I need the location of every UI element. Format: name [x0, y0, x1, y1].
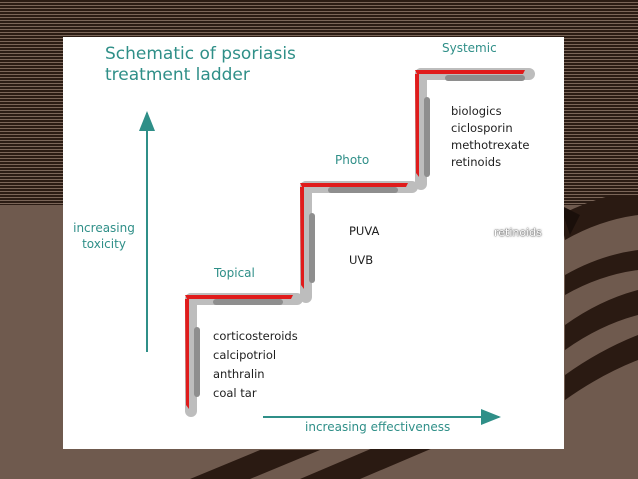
list-item: ciclosporin [451, 121, 513, 135]
tier-label-photo: Photo [335, 153, 370, 167]
title-line-1: Schematic of psoriasis [105, 44, 296, 64]
topical-treatment-list: corticosteroids calcipotriol anthralin c… [213, 327, 298, 403]
photo-treatment-list: PUVA UVB [349, 217, 379, 275]
list-item: UVB [349, 253, 374, 267]
tier-label-topical: Topical [214, 266, 255, 280]
list-item: PUVA [349, 224, 380, 238]
list-item: corticosteroids [213, 329, 298, 343]
list-item: calcipotriol [213, 348, 277, 362]
step-highlight [194, 75, 525, 397]
list-item: retinoids [451, 155, 502, 169]
x-axis-label: increasing effectiveness [305, 420, 451, 434]
title-line-2: treatment ladder [105, 65, 250, 85]
treatment-ladder [139, 68, 535, 425]
diagram-title: Schematic of psoriasis treatment ladder [105, 44, 296, 86]
step-red-edge [185, 70, 525, 409]
y-axis-label: increasing toxicity [69, 220, 139, 252]
background-swooshes [190, 195, 638, 479]
overlay-label: retinoids [494, 226, 542, 239]
list-item: methotrexate [451, 138, 530, 152]
y-axis-label-line-2: toxicity [82, 237, 126, 251]
systemic-treatment-list: biologics ciclosporin methotrexate retin… [451, 103, 529, 171]
tier-label-systemic: Systemic [442, 41, 497, 55]
list-item: coal tar [213, 386, 257, 400]
y-axis-label-line-1: increasing [73, 221, 135, 235]
diagram-slide: Schematic of psoriasis treatment ladder … [63, 37, 564, 449]
list-item: biologics [451, 104, 502, 118]
list-item: anthralin [213, 367, 265, 381]
